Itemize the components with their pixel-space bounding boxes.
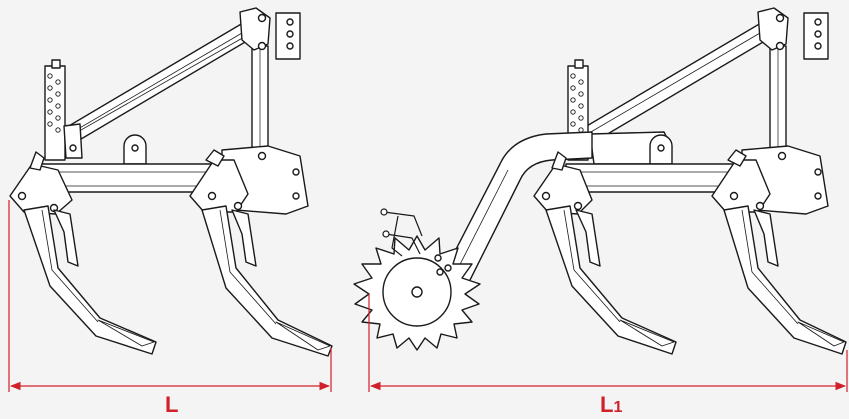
dimension-label-L1-sub: 1 (613, 399, 623, 416)
left-depth-adjust-post (44, 59, 83, 161)
dimension-label-L: L (165, 394, 178, 416)
right-packer-roller (353, 235, 481, 351)
right-rear-shank (723, 205, 847, 355)
right-top-link-arm (579, 19, 781, 143)
dimension-label-L1: L1 (600, 394, 622, 419)
right-roller-scraper (380, 208, 423, 257)
left-rear-shank (201, 205, 333, 357)
right-front-shank (545, 205, 677, 355)
right-implement (353, 7, 847, 355)
dimension-L1 (368, 294, 848, 392)
dimension-L (8, 200, 332, 392)
left-implement (9, 7, 333, 357)
right-rear-shank-mount (711, 149, 771, 213)
left-top-mount-bracket (239, 7, 301, 60)
dimension-label-L1-main: L (600, 392, 614, 417)
dimension-label-L-text: L (165, 392, 179, 417)
left-front-shank (23, 205, 157, 355)
left-top-link-arm (59, 19, 263, 143)
right-top-mount-bracket (757, 7, 829, 60)
left-front-shank-mount (9, 151, 73, 215)
right-front-shank-mount (533, 151, 593, 215)
